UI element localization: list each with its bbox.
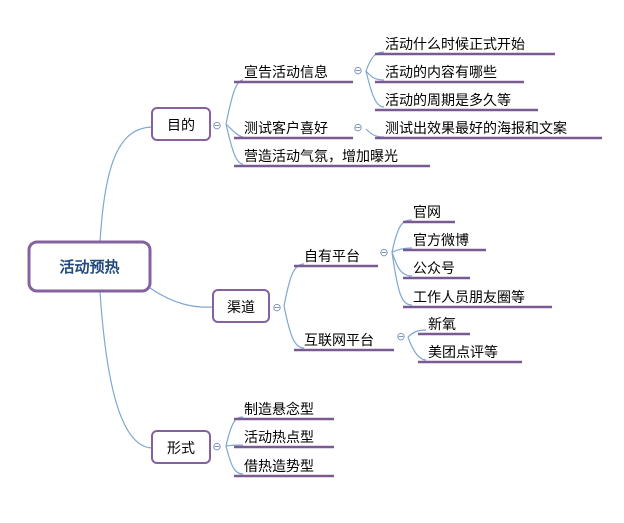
leaf-label: 活动什么时候正式开始 bbox=[385, 37, 525, 53]
topic-label: 自有平台 bbox=[304, 249, 360, 265]
branch-box bbox=[151, 107, 211, 141]
collapse-icon[interactable]: ⊖ bbox=[379, 246, 388, 259]
branch-box bbox=[212, 289, 270, 323]
leaf-label: 活动的周期是多久等 bbox=[385, 92, 511, 109]
connector-own-l3 bbox=[391, 251, 413, 277]
topic-hotspot[interactable]: 活动热点型 bbox=[234, 430, 334, 449]
leaf[interactable]: 公众号 bbox=[403, 261, 470, 280]
leaf[interactable]: 工作人员朋友圈等 bbox=[403, 289, 552, 309]
connector-root-channel bbox=[149, 287, 214, 308]
leaf[interactable]: 活动的内容有哪些 bbox=[375, 64, 524, 84]
topics: 宣告活动信息 测试客户喜好 营造活动气氛，增加曝光 活动什么时候正式开始 活动的… bbox=[234, 37, 602, 478]
topic-internet-platform[interactable]: 互联网平台 bbox=[294, 333, 394, 352]
leaf[interactable]: 新氧 bbox=[418, 317, 470, 336]
leaf-label: 美团点评等 bbox=[428, 344, 498, 361]
topic-label: 宣告活动信息 bbox=[244, 64, 328, 81]
connector-form-sub2 bbox=[225, 444, 244, 447]
connector-announce-l1 bbox=[365, 51, 385, 72]
leaf-label: 活动的内容有哪些 bbox=[385, 64, 497, 81]
connector-own-l4 bbox=[391, 251, 413, 306]
connector-own-l1 bbox=[391, 219, 413, 253]
connector-form-sub3 bbox=[225, 445, 244, 475]
connector-root-goal bbox=[99, 126, 153, 243]
root-node[interactable]: 活动预热 bbox=[27, 240, 152, 293]
topic-atmosphere[interactable]: 营造活动气氛，增加曝光 bbox=[234, 149, 430, 168]
branch-form[interactable]: 形式 bbox=[151, 430, 211, 464]
leaf[interactable]: 美团点评等 bbox=[418, 344, 522, 364]
topic-suspense[interactable]: 制造悬念型 bbox=[234, 401, 334, 421]
leaf[interactable]: 活动什么时候正式开始 bbox=[375, 37, 555, 56]
topic-label: 活动热点型 bbox=[244, 430, 314, 446]
root-label: 活动预热 bbox=[59, 258, 119, 276]
leaf-label: 新氧 bbox=[428, 317, 456, 333]
connector-test-l1 bbox=[365, 128, 385, 138]
leaf[interactable]: 测试出效果最好的海报和文案 bbox=[375, 120, 602, 140]
topic-own-platform[interactable]: 自有平台 bbox=[294, 249, 378, 268]
collapse-icons: ⊖ ⊖ ⊖ ⊖ ⊖ ⊖ ⊖ bbox=[212, 64, 405, 453]
connector-channel-web bbox=[283, 305, 305, 349]
collapse-icon[interactable]: ⊖ bbox=[212, 440, 221, 453]
connector-form-sub1 bbox=[225, 416, 244, 447]
collapse-icon[interactable]: ⊖ bbox=[396, 330, 405, 343]
leaf-label: 官网 bbox=[413, 205, 441, 221]
topic-label: 测试客户喜好 bbox=[244, 120, 328, 137]
connector-goal-sub2 bbox=[225, 123, 244, 138]
branch-label: 形式 bbox=[167, 441, 195, 457]
root-box bbox=[27, 240, 152, 293]
topic-label: 营造活动气氛，增加曝光 bbox=[244, 149, 398, 165]
collapse-icon[interactable]: ⊖ bbox=[353, 121, 362, 134]
connector-web-l1 bbox=[407, 329, 427, 338]
connector-own-l2 bbox=[391, 247, 413, 253]
leaf-label: 官方微博 bbox=[413, 232, 469, 249]
connector-root-form bbox=[99, 291, 153, 449]
leaf-label: 工作人员朋友圈等 bbox=[413, 289, 525, 306]
topic-momentum[interactable]: 借热造势型 bbox=[234, 459, 334, 478]
leaf-label: 公众号 bbox=[413, 261, 455, 277]
collapse-icon[interactable]: ⊖ bbox=[212, 119, 221, 132]
leaf[interactable]: 活动的周期是多久等 bbox=[375, 92, 538, 112]
connectors bbox=[99, 51, 427, 475]
leaf[interactable]: 官网 bbox=[403, 205, 455, 224]
topic-announce[interactable]: 宣告活动信息 bbox=[234, 64, 353, 84]
topic-label: 制造悬念型 bbox=[244, 401, 314, 418]
collapse-icon[interactable]: ⊖ bbox=[353, 64, 362, 77]
branch-label: 目的 bbox=[167, 118, 195, 134]
topic-test[interactable]: 测试客户喜好 bbox=[234, 120, 353, 140]
branch-goal[interactable]: 目的 bbox=[151, 107, 211, 141]
connector-announce-l3 bbox=[365, 70, 385, 108]
connector-goal-sub1 bbox=[225, 79, 244, 125]
branch-channel[interactable]: 渠道 bbox=[212, 289, 270, 323]
branch-box bbox=[151, 430, 211, 464]
connector-goal-sub3 bbox=[225, 123, 244, 165]
connector-announce-l2 bbox=[365, 70, 385, 81]
branch-label: 渠道 bbox=[227, 300, 255, 316]
topic-label: 互联网平台 bbox=[304, 333, 374, 349]
connector-web-l2 bbox=[407, 336, 427, 361]
leaf-label: 测试出效果最好的海报和文案 bbox=[385, 120, 567, 137]
topic-label: 借热造势型 bbox=[244, 459, 314, 475]
leaf[interactable]: 官方微博 bbox=[403, 232, 486, 252]
connector-channel-own bbox=[283, 263, 305, 307]
collapse-icon[interactable]: ⊖ bbox=[272, 301, 281, 314]
